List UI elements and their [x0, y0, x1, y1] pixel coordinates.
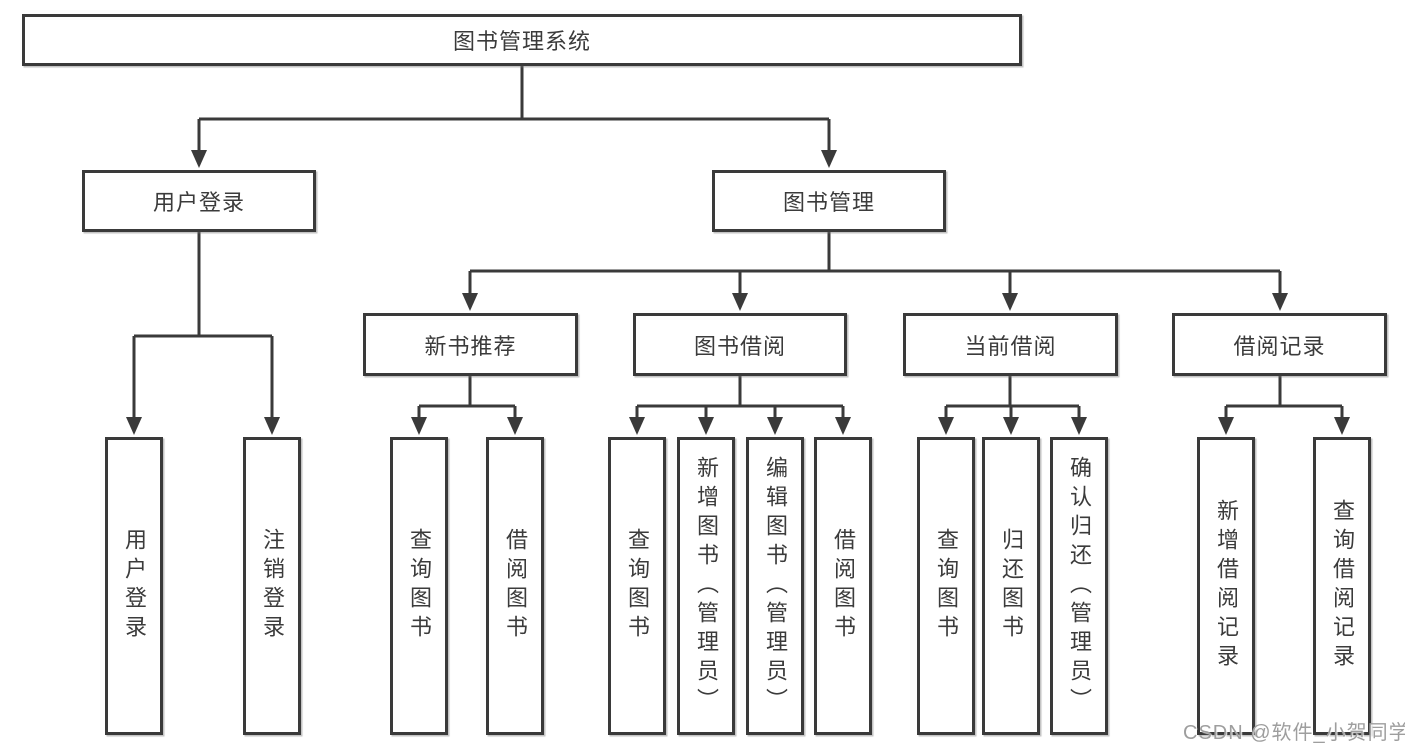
arrowhead-icons: [126, 150, 1350, 435]
node-label: 借阅记录: [1233, 333, 1326, 359]
node-label: 确认归还（管理员）: [1067, 455, 1092, 717]
leaf-query-books-3: 查询图书: [917, 437, 975, 735]
node-label: 用户登录: [152, 190, 245, 215]
node-label: 查询图书: [934, 528, 959, 644]
leaf-add-borrow-record: 新增借阅记录: [1197, 437, 1255, 735]
node-label: 新增图书（管理员）: [694, 455, 719, 717]
node-borrowing-records: 借阅记录: [1172, 313, 1387, 376]
node-label: 借阅图书: [503, 528, 528, 644]
leaf-edit-book-admin: 编辑图书（管理员）: [746, 437, 804, 735]
node-label: 注销登录: [260, 528, 285, 644]
node-label: 编辑图书（管理员）: [763, 455, 788, 717]
node-label: 图书管理: [782, 190, 875, 215]
leaf-query-books-1: 查询图书: [390, 437, 448, 735]
node-label: 查询图书: [407, 528, 432, 644]
leaf-borrow-books-1: 借阅图书: [486, 437, 544, 735]
node-label: 新书推荐: [424, 333, 517, 359]
node-label: 用户登录: [122, 528, 147, 644]
node-system-root: 图书管理系统: [22, 14, 1022, 66]
node-label: 借阅图书: [831, 528, 856, 644]
leaf-confirm-return-admin: 确认归还（管理员）: [1050, 437, 1108, 735]
leaf-query-borrow-record: 查询借阅记录: [1313, 437, 1371, 735]
node-label: 图书借阅: [693, 333, 786, 359]
node-label: 当前借阅: [964, 333, 1057, 359]
node-label: 查询图书: [625, 528, 650, 644]
node-label: 新增借阅记录: [1214, 499, 1239, 673]
leaf-add-book-admin: 新增图书（管理员）: [677, 437, 735, 735]
node-book-management: 图书管理: [712, 170, 946, 232]
node-book-borrowing: 图书借阅: [633, 313, 847, 376]
leaf-logout: 注销登录: [243, 437, 301, 735]
node-label: 查询借阅记录: [1330, 499, 1355, 673]
node-new-book-recommend: 新书推荐: [363, 313, 578, 376]
leaf-return-books: 归还图书: [982, 437, 1040, 735]
node-label: 归还图书: [999, 528, 1024, 644]
leaf-borrow-books-2: 借阅图书: [814, 437, 872, 735]
node-user-login: 用户登录: [82, 170, 316, 232]
leaf-user-login: 用户登录: [105, 437, 163, 735]
node-label: 图书管理系统: [452, 29, 591, 54]
node-current-borrowing: 当前借阅: [903, 313, 1118, 376]
leaf-query-books-2: 查询图书: [608, 437, 666, 735]
csdn-watermark: CSDN @软件_小贺同学: [1183, 722, 1405, 744]
